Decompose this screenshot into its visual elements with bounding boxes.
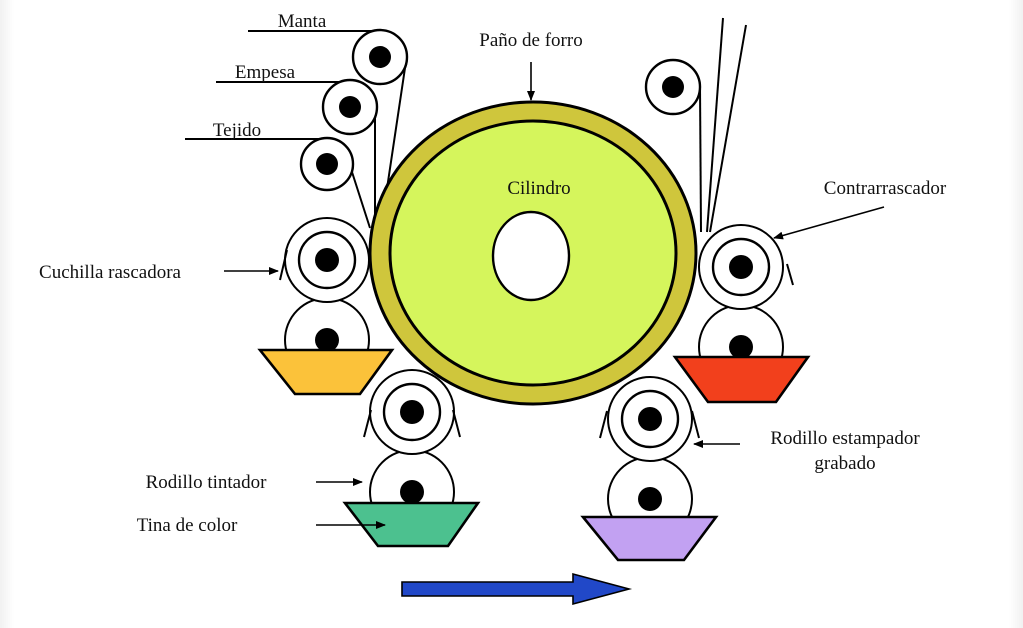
doctor-blade-left bbox=[363, 409, 372, 438]
contrarrascador-blade bbox=[786, 263, 794, 286]
roller-manta bbox=[351, 28, 409, 86]
printing-unit-left-lower bbox=[342, 369, 481, 548]
doctor-blade-right bbox=[452, 409, 461, 438]
label-contrarrascador: Contrarrascador bbox=[824, 178, 947, 199]
roller-tejido bbox=[299, 136, 355, 192]
exit-line-3 bbox=[709, 24, 747, 233]
doctor-blade-left bbox=[599, 410, 608, 439]
label-pointers bbox=[224, 62, 885, 529]
label-empesa: Empesa bbox=[235, 62, 296, 83]
roller-empesa bbox=[321, 78, 379, 136]
label-cilindro: Cilindro bbox=[507, 178, 570, 199]
printing-unit-left-upper bbox=[257, 217, 395, 396]
label-manta: Manta bbox=[278, 11, 327, 32]
exit-line-2 bbox=[706, 17, 724, 233]
exit-line-1 bbox=[699, 86, 702, 233]
cuchilla-rascadora-blade bbox=[279, 249, 288, 281]
roller-exit bbox=[644, 58, 702, 116]
printing-unit-right-upper bbox=[672, 224, 811, 404]
contrarrascador-pointer bbox=[773, 206, 885, 240]
label-tejido: Tejido bbox=[213, 120, 261, 141]
label-cuchilla-rascadora: Cuchilla rascadora bbox=[39, 262, 181, 283]
tina-de-color-red bbox=[672, 355, 811, 404]
tina-de-color-green bbox=[342, 501, 481, 548]
printing-unit-right-lower bbox=[580, 376, 719, 562]
doctor-blade-right bbox=[691, 410, 700, 439]
tina-de-color-yellow bbox=[257, 348, 395, 396]
direction-arrow bbox=[401, 572, 633, 606]
label-rodillo-estampador-line2: grabado bbox=[814, 453, 875, 474]
main-cylinder bbox=[368, 100, 698, 406]
label-tina-de-color: Tina de color bbox=[137, 515, 238, 536]
tina-de-color-purple bbox=[580, 515, 719, 562]
label-rodillo-estampador-line1: Rodillo estampador bbox=[770, 428, 920, 449]
label-rodillo-tintador: Rodillo tintador bbox=[146, 472, 268, 493]
label-pano-de-forro: Paño de forro bbox=[479, 30, 582, 51]
cylinder-axle-hole bbox=[491, 210, 571, 302]
